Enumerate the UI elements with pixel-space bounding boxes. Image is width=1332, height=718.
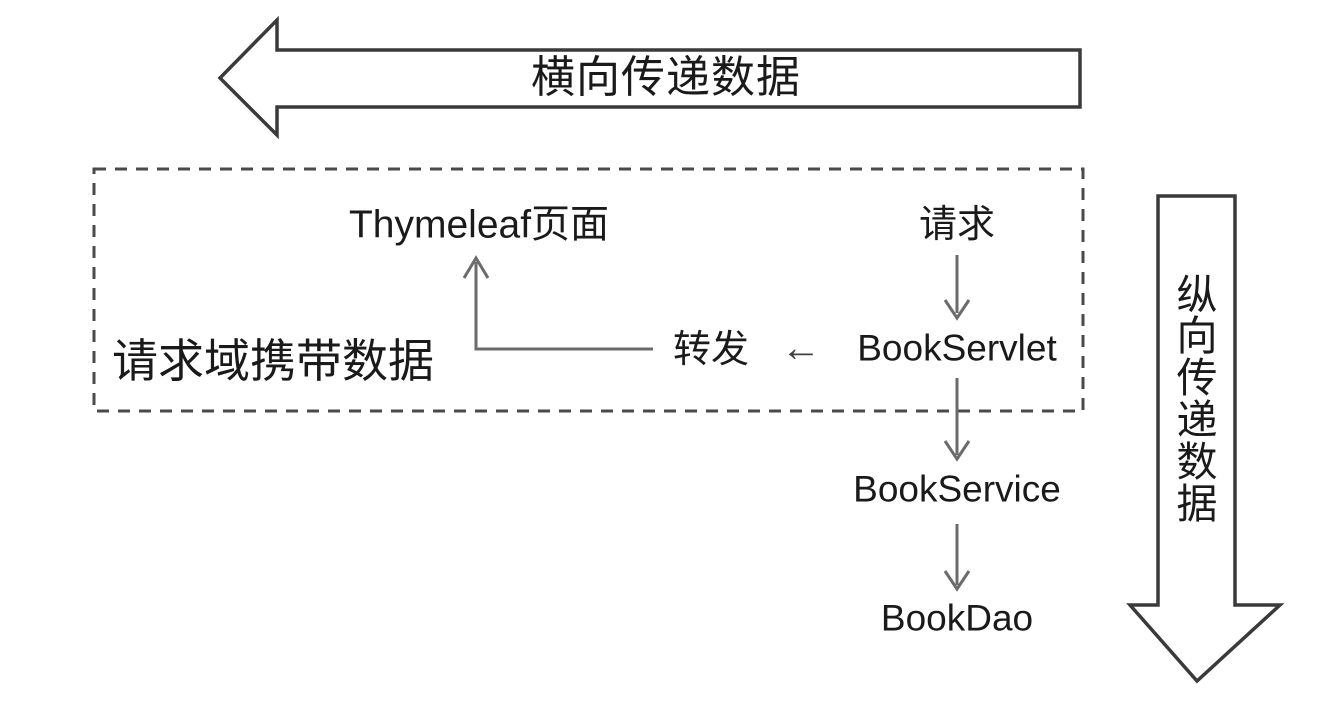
node-request-label: 请求 — [918, 204, 996, 246]
arrowhead-service-to-dao — [943, 570, 971, 592]
node-book-service[interactable]: BookService — [853, 468, 1061, 510]
horizontal-banner-label: 横向传递数据 — [531, 53, 801, 102]
vertical-banner-arrow-shape — [1126, 194, 1285, 684]
arrowhead-request-to-servlet — [943, 299, 971, 321]
vertical-banner-char-4: 数 — [1176, 438, 1218, 485]
vertical-banner-char-2: 传 — [1176, 355, 1218, 402]
vertical-banner-label: 纵 向 传 递 数 据 — [1160, 200, 1234, 600]
arrowhead-forward-to-view — [462, 255, 490, 279]
edge-label-forward: 转发 — [672, 329, 750, 371]
request-scope-dashed-box — [92, 167, 1085, 413]
horizontal-banner-arrow-shape — [217, 15, 1082, 140]
node-book-servlet[interactable]: BookServlet — [857, 327, 1057, 369]
node-book-dao[interactable]: BookDao — [880, 597, 1034, 639]
node-thymeleaf-page[interactable]: Thymeleaf页面 — [348, 203, 610, 247]
vertical-banner-char-3: 递 — [1176, 397, 1218, 443]
vertical-banner-char-1: 向 — [1176, 313, 1218, 360]
connector-forward-to-view — [474, 262, 653, 351]
arrowhead-servlet-to-service — [943, 440, 971, 462]
vertical-banner-char-0: 纵 — [1176, 271, 1218, 318]
left-arrow-icon: ← — [781, 326, 821, 370]
request-scope-label: 请求域携带数据 — [112, 335, 434, 387]
vertical-banner-char-5: 据 — [1176, 480, 1218, 527]
